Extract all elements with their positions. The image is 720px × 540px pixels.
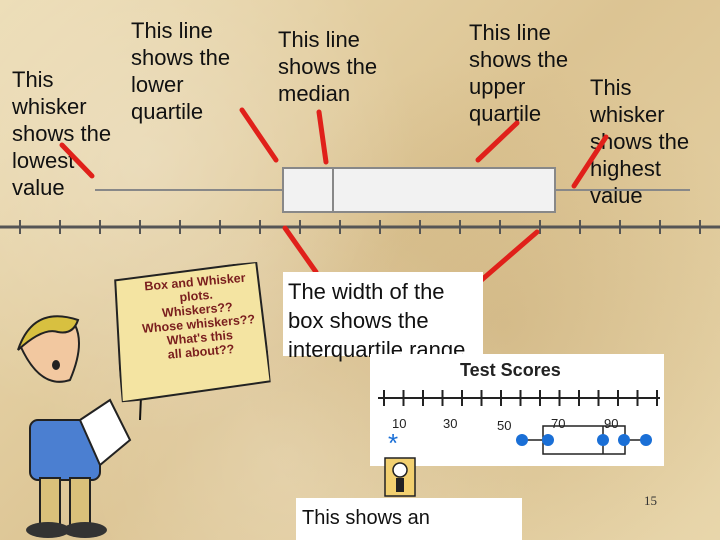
arrow-highest xyxy=(571,134,609,189)
inset-tick-label: 10 xyxy=(392,416,407,431)
pointing-figure-icon xyxy=(384,457,416,497)
test-scores-inset xyxy=(370,354,664,466)
bubble-background xyxy=(283,272,483,356)
arrow-upper-quartile xyxy=(475,120,520,163)
highest-value-label: This whisker shows the highest value xyxy=(590,75,690,208)
lower-quartile-label: This line shows the lower quartile xyxy=(131,18,231,124)
inset-point xyxy=(516,434,528,446)
inset-tick-label: 50 xyxy=(497,418,512,433)
inset-point xyxy=(640,434,652,446)
inset-tick-label: 90 xyxy=(604,416,619,431)
inset-point xyxy=(597,434,609,446)
arrow-width-left xyxy=(282,225,319,275)
inset-title: Test Scores xyxy=(460,360,561,380)
arrow-lowest xyxy=(59,142,95,179)
number-line-ticks xyxy=(19,220,701,234)
inset-tick-label: 70 xyxy=(551,416,566,431)
box xyxy=(282,167,556,213)
inset-point xyxy=(542,434,554,446)
lowest-value-label: This whisker shows the lowest value xyxy=(12,67,112,200)
outlier-star-icon: * xyxy=(388,428,398,458)
median-label: This line shows the median xyxy=(278,27,378,106)
upper-quartile-label: This line shows the upper quartile xyxy=(469,20,569,126)
arrow-lower-quartile xyxy=(239,107,279,163)
outlier-note: This shows an xyxy=(296,498,522,540)
inset-point xyxy=(618,434,630,446)
sign-board xyxy=(114,261,272,403)
inset-tick-label: 30 xyxy=(443,416,458,431)
page-number: 15 xyxy=(644,493,657,508)
arrow-median xyxy=(316,109,329,165)
